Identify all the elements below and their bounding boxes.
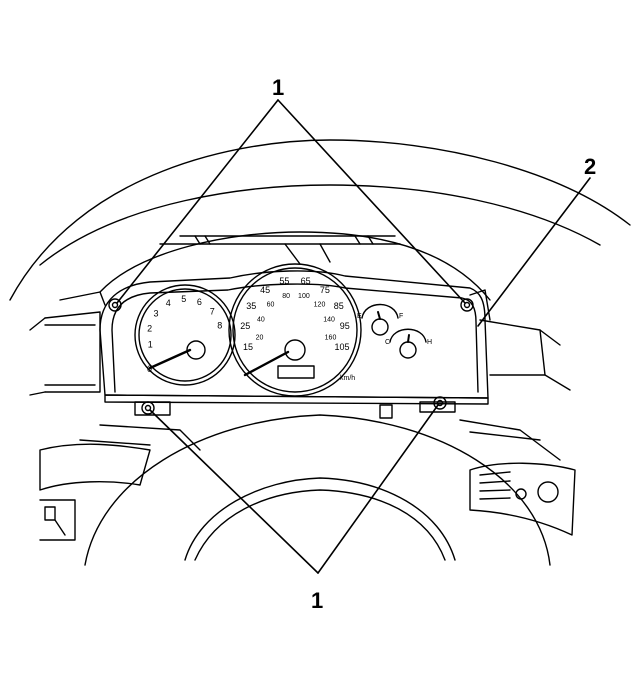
speedometer-inner_ticks-label: 120	[314, 302, 326, 309]
tachometer-ticks-label: 4	[166, 298, 171, 308]
speedometer-kmh-numerals: 20 40 60 80 100 120 140 160	[256, 293, 337, 341]
speedometer-inner_ticks-label: 60	[267, 302, 275, 309]
steering-wheel-inner	[184, 477, 456, 561]
speedometer-outer_ticks-label: 25	[240, 321, 250, 331]
speedometer-inner_ticks-label: 100	[298, 293, 310, 300]
speedometer-inner_ticks-label: 140	[323, 317, 335, 324]
leader-top-left	[116, 99, 279, 304]
callout-right: 2	[584, 154, 596, 179]
screw-bottom-left	[141, 401, 155, 415]
leader-top-right	[277, 99, 466, 304]
screw-top-left	[108, 298, 122, 312]
cluster-hood	[99, 231, 491, 301]
odometer-display	[277, 365, 315, 379]
speedometer-outer_ticks-label: 15	[243, 342, 253, 352]
tachometer-zero: 0	[147, 364, 152, 374]
tachometer-ticks-label: 1	[148, 339, 153, 349]
fuel-gauge-hub	[371, 318, 389, 336]
leader-bottom-left	[149, 409, 319, 574]
tachometer-ticks-label: 3	[153, 309, 158, 319]
callout-bottom: 1	[311, 588, 323, 613]
leader-right	[477, 177, 591, 327]
leader-bottom-right	[317, 404, 439, 574]
speedometer-hub	[284, 339, 306, 361]
tachometer-needle	[148, 348, 192, 370]
speedometer-mph-numerals: 15 25 35 45 55 65 75 85 95 105	[240, 276, 350, 352]
temp-hot-label: H	[427, 339, 432, 346]
speedometer-unit-label: km/h	[340, 375, 355, 382]
left-dash-structure	[44, 311, 101, 393]
right-dash-structure	[479, 319, 546, 376]
tachometer-hub	[186, 340, 206, 360]
tachometer-ticks-label: 7	[210, 307, 215, 317]
speedometer-outer_ticks-label: 85	[334, 301, 344, 311]
speedometer-outer_ticks-label: 95	[340, 321, 350, 331]
speedometer-inner_ticks-label: 40	[257, 317, 265, 324]
speedometer-outer_ticks-label: 105	[334, 342, 349, 352]
tachometer-ticks-label: 5	[181, 294, 186, 304]
speedometer-outer_ticks-label: 65	[301, 276, 311, 286]
right-switch-panel	[469, 462, 576, 536]
speedometer-inner_ticks-label: 80	[282, 293, 290, 300]
tachometer-ticks-label: 8	[217, 321, 222, 331]
mount-rail	[104, 394, 489, 405]
speedometer-needle	[243, 350, 290, 377]
temp-gauge-arc	[389, 328, 427, 343]
tachometer-ticks-label: 6	[197, 297, 202, 307]
steering-wheel-rim	[84, 414, 551, 566]
speedometer-inner_ticks-label: 20	[256, 334, 264, 341]
dash-outer-arc	[9, 139, 631, 301]
tachometer-ticks-label: 2	[147, 323, 152, 333]
steering-column-shroud	[99, 424, 201, 451]
cluster-bezel	[99, 270, 489, 399]
left-switch-panel	[39, 443, 151, 491]
dash-inner-arc	[39, 184, 601, 266]
fuel-full-label: F	[399, 313, 403, 320]
temp-cold-label: C	[385, 339, 390, 346]
speedometer-outer_ticks-label: 45	[260, 285, 270, 295]
speedometer-outer_ticks-label: 35	[246, 301, 256, 311]
screw-top-right	[460, 298, 474, 312]
temp-gauge-hub	[399, 341, 417, 359]
speedometer-inner_ticks-label: 160	[325, 334, 337, 341]
speedometer-outer_ticks-label: 55	[279, 276, 289, 286]
tachometer-dial	[138, 288, 232, 382]
screw-bottom-right	[433, 396, 447, 410]
fuel-empty-label: E	[357, 313, 362, 320]
speedometer-outer_ticks-label: 75	[320, 285, 330, 295]
speedometer-dial	[232, 267, 358, 393]
fuel-gauge-arc	[361, 303, 399, 319]
callout-top: 1	[272, 75, 284, 100]
wiper-knob-icon	[537, 481, 559, 503]
